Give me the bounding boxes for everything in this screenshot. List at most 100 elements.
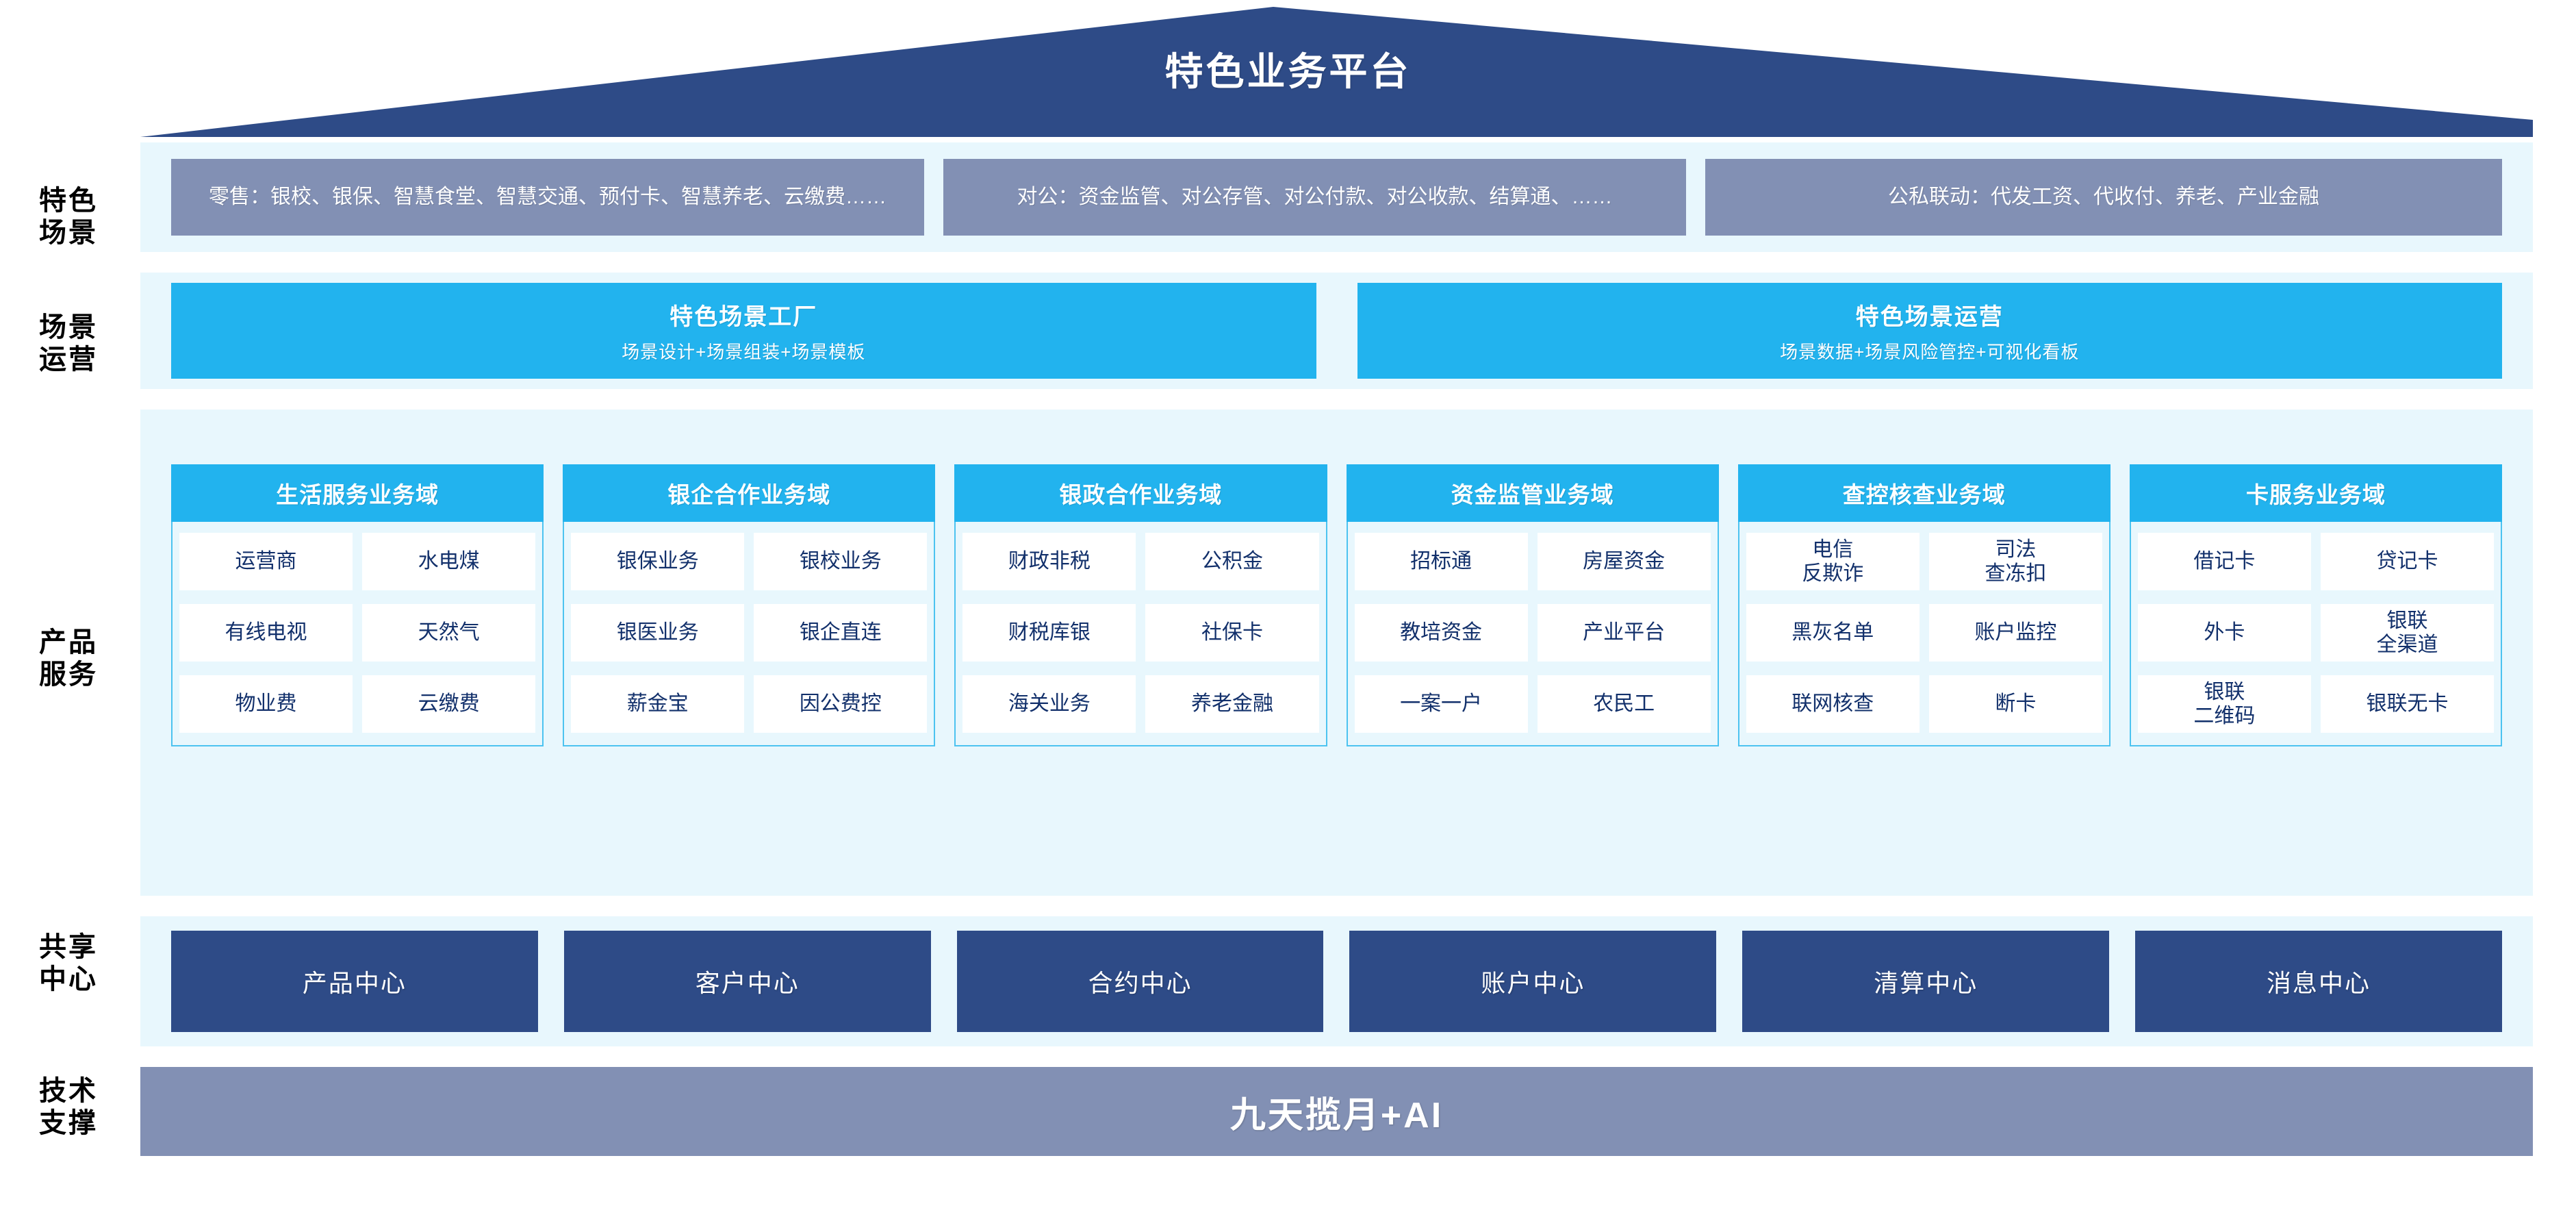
business-domain-title[interactable]: 卡服务业务域 [2129,464,2503,522]
row-label-line: 场景 [39,218,98,249]
business-item[interactable]: 养老金融 [1145,675,1319,733]
business-item-row: 电信 反欺诈司法 查冻扣 [1746,533,2102,590]
business-item[interactable]: 公积金 [1145,533,1319,590]
business-domain: 银企合作业务域银保业务银校业务银医业务银企直连薪金宝因公费控 [563,464,936,746]
row-label-line: 中心 [39,964,98,995]
row-label-line: 服务 [39,659,98,690]
row-label-scenes: 特色场景 [0,185,137,249]
business-item-row: 外卡银联 全渠道 [2137,604,2495,662]
business-domain-items: 电信 反欺诈司法 查冻扣黑灰名单账户监控联网核查断卡 [1737,522,2110,746]
business-item-row: 联网核查断卡 [1746,675,2102,733]
scene-operations-list: 特色场景工厂场景设计+场景组装+场景模板特色场景运营场景数据+场景风险管控+可视… [140,273,2533,389]
business-domain-title[interactable]: 资金监管业务域 [1346,464,1719,522]
shared-center-band: 产品中心客户中心合约中心账户中心清算中心消息中心 [140,916,2533,1046]
business-item[interactable]: 社保卡 [1145,604,1319,662]
scene-box[interactable]: 零售：银校、银保、智慧食堂、智慧交通、预付卡、智慧养老、云缴费…… [171,159,924,236]
shared-center-list: 产品中心客户中心合约中心账户中心清算中心消息中心 [140,916,2533,1046]
business-item[interactable]: 银联 全渠道 [2320,604,2495,662]
shared-center-box[interactable]: 产品中心 [171,931,538,1032]
business-item[interactable]: 电信 反欺诈 [1746,533,1920,590]
business-domain-title[interactable]: 生活服务业务域 [171,464,544,522]
business-item-row: 海关业务养老金融 [962,675,1319,733]
business-item-row: 银医业务银企直连 [571,604,928,662]
business-item[interactable]: 财税库银 [962,604,1136,662]
business-item[interactable]: 农民工 [1537,675,1711,733]
tech-support-band: 九天揽月+AI [140,1067,2533,1156]
business-item[interactable]: 账户监控 [1928,604,2102,662]
business-item[interactable]: 海关业务 [962,675,1136,733]
shared-center-box[interactable]: 消息中心 [2135,931,2502,1032]
business-item-row: 物业费云缴费 [179,675,536,733]
business-item-row: 财税库银社保卡 [962,604,1319,662]
business-item[interactable]: 银联无卡 [2320,675,2495,733]
business-item[interactable]: 云缴费 [362,675,536,733]
business-domain-items: 运营商水电煤有线电视天然气物业费云缴费 [171,522,544,746]
scene-operation-subtitle: 场景数据+场景风险管控+可视化看板 [1780,342,2080,362]
business-item[interactable]: 银校业务 [754,533,928,590]
business-item[interactable]: 银联 二维码 [2137,675,2311,733]
business-item[interactable]: 借记卡 [2137,533,2311,590]
scene-operation-title: 特色场景运营 [1855,304,2004,330]
row-label-scene-operations: 场景运营 [0,312,137,376]
business-item[interactable]: 水电煤 [362,533,536,590]
business-item[interactable]: 贷记卡 [2320,533,2495,590]
business-item-row: 一案一户农民工 [1354,675,1711,733]
business-item[interactable]: 薪金宝 [571,675,745,733]
row-label-line: 共享 [39,932,98,962]
business-domain-title[interactable]: 银政合作业务域 [954,464,1327,522]
business-item[interactable]: 财政非税 [962,533,1136,590]
business-item[interactable]: 银保业务 [571,533,745,590]
business-domain-list: 生活服务业务域运营商水电煤有线电视天然气物业费云缴费银企合作业务域银保业务银校业… [140,410,2533,896]
business-domain: 资金监管业务域招标通房屋资金教培资金产业平台一案一户农民工 [1346,464,1719,746]
business-item-row: 借记卡贷记卡 [2137,533,2495,590]
business-item[interactable]: 天然气 [362,604,536,662]
scene-operation-box[interactable]: 特色场景工厂场景设计+场景组装+场景模板 [171,283,1316,379]
business-item[interactable]: 产业平台 [1537,604,1711,662]
business-item-row: 银保业务银校业务 [571,533,928,590]
business-item[interactable]: 断卡 [1928,675,2102,733]
business-item[interactable]: 联网核查 [1746,675,1920,733]
business-domain-title[interactable]: 查控核查业务域 [1737,464,2110,522]
row-label-line: 场景 [39,312,98,342]
business-item[interactable]: 银医业务 [571,604,745,662]
business-item[interactable]: 教培资金 [1354,604,1528,662]
business-item[interactable]: 运营商 [179,533,353,590]
business-item[interactable]: 外卡 [2137,604,2311,662]
tech-support-label: 九天揽月+AI [1229,1095,1444,1135]
roof-shape [140,7,2533,137]
platform-roof: 特色业务平台 [0,0,2576,137]
scene-operation-box[interactable]: 特色场景运营场景数据+场景风险管控+可视化看板 [1357,283,2502,379]
business-item[interactable]: 一案一户 [1354,675,1528,733]
business-domain-items: 银保业务银校业务银医业务银企直连薪金宝因公费控 [563,522,936,746]
business-domain-items: 招标通房屋资金教培资金产业平台一案一户农民工 [1346,522,1719,746]
shared-center-box[interactable]: 合约中心 [956,931,1324,1032]
business-item[interactable]: 银企直连 [754,604,928,662]
business-item[interactable]: 招标通 [1354,533,1528,590]
row-label-line: 运营 [39,344,98,375]
scene-box[interactable]: 对公：资金监管、对公存管、对公付款、对公收款、结算通、…… [943,159,1686,236]
business-item-row: 财政非税公积金 [962,533,1319,590]
business-item[interactable]: 有线电视 [179,604,353,662]
business-domain-items: 财政非税公积金财税库银社保卡海关业务养老金融 [954,522,1327,746]
business-item[interactable]: 因公费控 [754,675,928,733]
business-item-row: 银联 二维码银联无卡 [2137,675,2495,733]
business-item-row: 薪金宝因公费控 [571,675,928,733]
scene-operation-title: 特色场景工厂 [669,304,818,330]
row-label-line: 特色 [39,186,98,216]
business-item[interactable]: 司法 查冻扣 [1928,533,2102,590]
business-item[interactable]: 黑灰名单 [1746,604,1920,662]
business-domain-title[interactable]: 银企合作业务域 [563,464,936,522]
business-item-row: 有线电视天然气 [179,604,536,662]
row-label-rail: 特色场景 场景运营 产品服务 共享中心 技术支撑 [0,137,137,1232]
row-label-line: 支撑 [39,1108,98,1139]
shared-center-box[interactable]: 客户中心 [563,931,931,1032]
shared-center-box[interactable]: 账户中心 [1349,931,1717,1032]
row-label-tech-support: 技术支撑 [0,1075,137,1140]
business-item[interactable]: 房屋资金 [1537,533,1711,590]
page-title: 特色业务平台 [1164,50,1412,93]
scene-box-list: 零售：银校、银保、智慧食堂、智慧交通、预付卡、智慧养老、云缴费……对公：资金监管… [140,142,2533,252]
business-item[interactable]: 物业费 [179,675,353,733]
product-service-band: 生活服务业务域运营商水电煤有线电视天然气物业费云缴费银企合作业务域银保业务银校业… [140,410,2533,896]
scene-box[interactable]: 公私联动：代发工资、代收付、养老、产业金融 [1705,159,2502,236]
shared-center-box[interactable]: 清算中心 [1742,931,2110,1032]
